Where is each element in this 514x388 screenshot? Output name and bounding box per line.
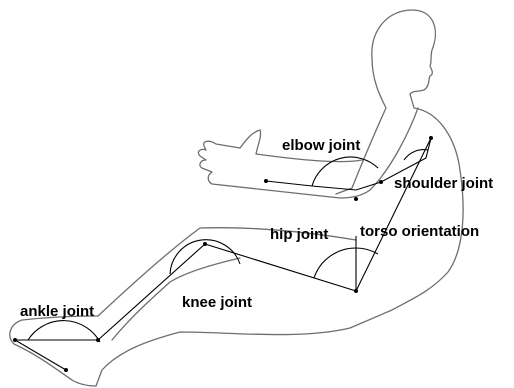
elbow-joint-dot xyxy=(379,180,383,184)
thigh-link xyxy=(205,244,356,291)
toe-dot xyxy=(13,338,17,342)
joint-markers xyxy=(13,136,433,372)
shoulder-joint-label: shoulder joint xyxy=(394,175,493,192)
back-outline xyxy=(336,58,386,194)
head-torso-outline xyxy=(96,10,463,386)
torso-orientation-label: torso orientation xyxy=(360,223,479,240)
heel-dot xyxy=(64,368,68,372)
ankle-arc xyxy=(28,321,100,342)
hip-joint-dot xyxy=(354,289,358,293)
elbow-joint-label: elbow joint xyxy=(282,137,360,154)
heel-link xyxy=(15,340,66,370)
hip-arc xyxy=(314,248,356,278)
hand-joint-dot xyxy=(264,179,268,183)
shoulder-joint-dot xyxy=(429,136,433,140)
wrist-joint-dot xyxy=(354,197,358,201)
ankle-joint-label: ankle joint xyxy=(20,303,94,320)
knee-joint-label: knee joint xyxy=(182,294,252,311)
knee-joint-dot xyxy=(203,242,207,246)
body-silhouette xyxy=(10,10,463,386)
shank-link xyxy=(98,244,205,340)
link-model xyxy=(15,138,431,370)
ankle-joint-dot xyxy=(96,338,100,342)
hip-joint-label: hip joint xyxy=(270,226,328,243)
